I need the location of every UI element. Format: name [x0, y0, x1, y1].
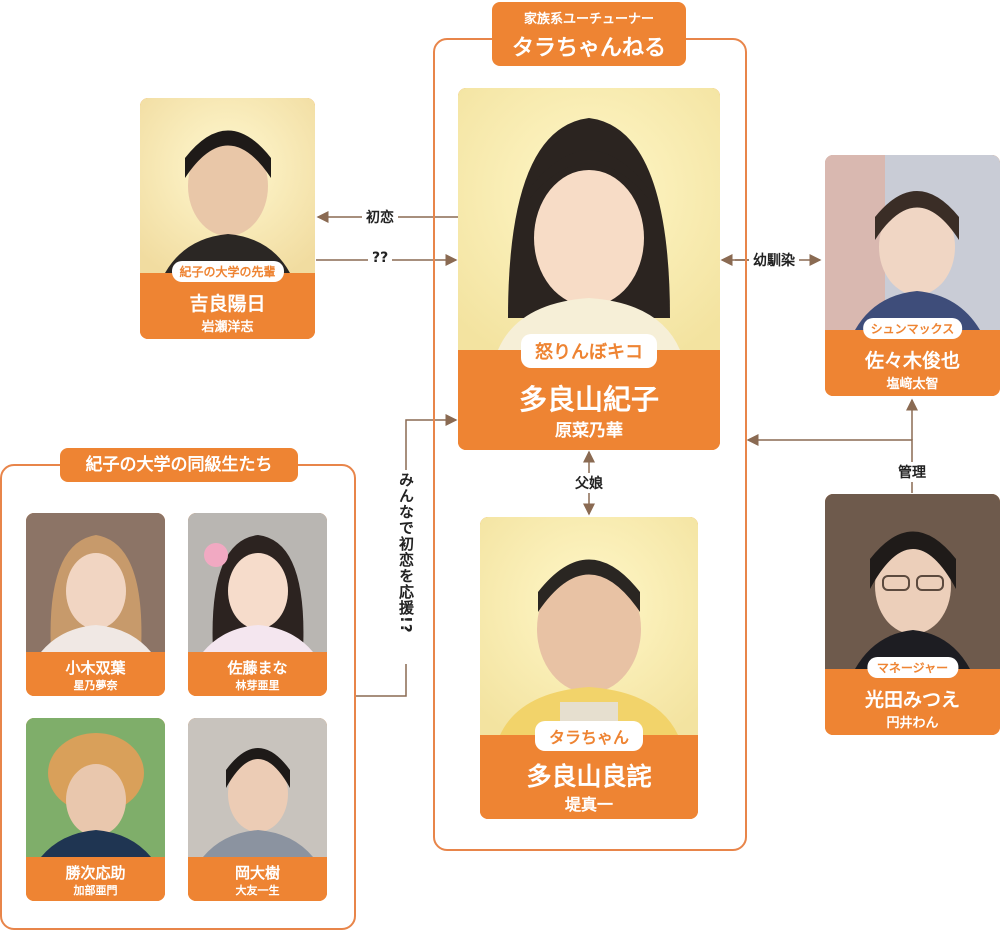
shouji-actor: 加部亜門: [73, 884, 118, 897]
haruhi-info: 紀子の大学の先輩 吉良陽日 岩瀬洋志: [140, 261, 315, 339]
futaba-actor: 星乃夢奈: [73, 679, 118, 692]
haruhi-name: 吉良陽日: [189, 293, 266, 315]
mana-photo: [188, 513, 327, 652]
haruhi-tag: 紀子の大学の先輩: [171, 261, 284, 282]
mana-name: 佐藤まな: [227, 659, 288, 677]
haruhi-actor: 岩瀬洋志: [201, 320, 254, 335]
shunya-photo: [825, 155, 1000, 330]
character-card-yoshiaki[interactable]: タラちゃん 多良山良詫 堤真一: [480, 517, 698, 819]
yoshiaki-info: タラちゃん 多良山良詫 堤真一: [480, 721, 698, 819]
mitsue-photo: [825, 494, 1000, 669]
yoshiaki-name: 多良山良詫: [526, 762, 652, 791]
noriko-photo: [458, 88, 720, 350]
relation-father-daughter: 父娘: [571, 473, 607, 493]
yoshiaki-tag: タラちゃん: [534, 721, 644, 751]
noriko-name: 多良山紀子: [518, 383, 659, 416]
character-card-mana[interactable]: 佐藤まな 林芽亜里: [188, 513, 327, 696]
relation-first-love: 初恋: [362, 207, 398, 227]
noriko-tag: 怒りんぼキコ: [521, 334, 657, 368]
futaba-name: 小木双葉: [65, 659, 126, 677]
daiki-actor: 大友一生: [235, 884, 280, 897]
character-card-futaba[interactable]: 小木双葉 星乃夢奈: [26, 513, 165, 696]
shouji-name: 勝次応助: [65, 864, 126, 882]
haruhi-photo: [140, 98, 315, 273]
mana-actor: 林芽亜里: [235, 679, 280, 692]
character-card-mitsue[interactable]: マネージャー 光田みつえ 円井わん: [825, 494, 1000, 735]
relation-childhood-friend: 幼馴染: [749, 250, 799, 270]
character-card-haruhi[interactable]: 紀子の大学の先輩 吉良陽日 岩瀬洋志: [140, 98, 315, 339]
character-card-daiki[interactable]: 岡大樹 大友一生: [188, 718, 327, 901]
character-card-shouji[interactable]: 勝次応助 加部亜門: [26, 718, 165, 901]
shouji-photo: [26, 718, 165, 857]
futaba-info: 小木双葉 星乃夢奈: [26, 652, 165, 696]
family-group-title: タラちゃんねる: [511, 36, 666, 61]
shunya-name: 佐々木俊也: [864, 350, 960, 372]
family-group-subtitle: 家族系ユーチューナー: [523, 12, 654, 27]
character-card-shunya[interactable]: シュンマックス 佐々木俊也 塩﨑太智: [825, 155, 1000, 396]
yoshiaki-actor: 堤真一: [564, 795, 613, 814]
daiki-info: 岡大樹 大友一生: [188, 857, 327, 901]
mitsue-tag: マネージャー: [866, 657, 959, 678]
daiki-name: 岡大樹: [234, 864, 280, 882]
shunya-tag: シュンマックス: [862, 318, 963, 339]
relation-manage: 管理: [894, 462, 930, 482]
mitsue-name: 光田みつえ: [864, 689, 960, 711]
manage-arrow-left: [746, 434, 913, 493]
shouji-info: 勝次応助 加部亜門: [26, 857, 165, 901]
mitsue-actor: 円井わん: [886, 716, 939, 731]
mitsue-info: マネージャー 光田みつえ 円井わん: [825, 657, 1000, 735]
futaba-photo: [26, 513, 165, 652]
yoshiaki-photo: [480, 517, 698, 735]
mana-info: 佐藤まな 林芽亜里: [188, 652, 327, 696]
family-group-label: 家族系ユーチューナー タラちゃんねる: [492, 2, 686, 66]
relation-unknown: ??: [368, 250, 393, 266]
daiki-photo: [188, 718, 327, 857]
shunya-actor: 塩﨑太智: [886, 377, 939, 392]
relation-cheer: みんなで初恋を応援!?: [396, 470, 417, 664]
character-card-noriko[interactable]: 怒りんぼキコ 多良山紀子 原菜乃華: [458, 88, 720, 450]
shunya-info: シュンマックス 佐々木俊也 塩﨑太智: [825, 318, 1000, 396]
classmates-group-label: 紀子の大学の同級生たち: [60, 448, 298, 482]
noriko-actor: 原菜乃華: [555, 421, 623, 441]
noriko-info: 怒りんぼキコ 多良山紀子 原菜乃華: [458, 334, 720, 450]
